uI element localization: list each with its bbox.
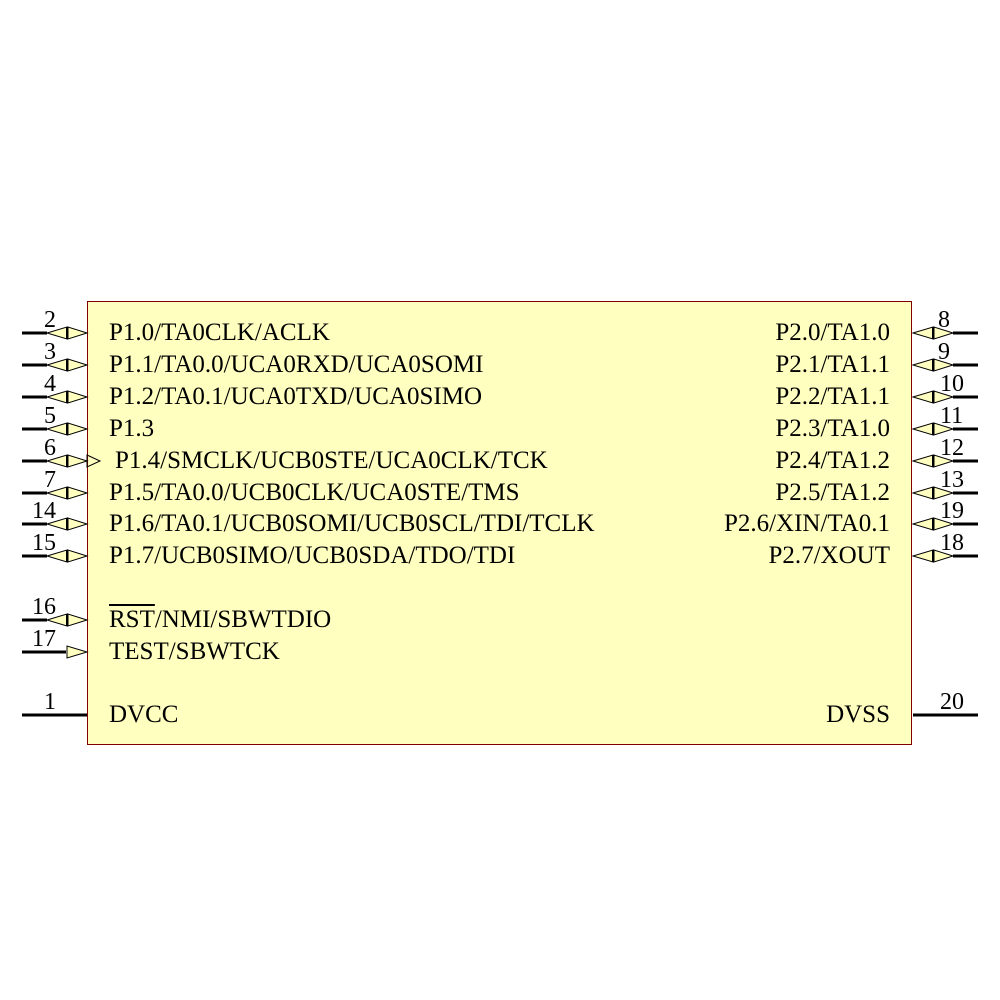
pin-10 [911, 390, 978, 404]
pin-6 [22, 454, 102, 468]
pin-label: P2.6/XIN/TA0.1 [723, 510, 890, 537]
active-low-signal: RST [109, 606, 155, 633]
pin-17 [22, 645, 89, 659]
pin-13 [911, 486, 978, 500]
pin-number: 16 [32, 594, 56, 620]
pin-number: 2 [44, 307, 56, 333]
pin-5 [22, 422, 89, 436]
pin-label: P2.7/XOUT [768, 542, 890, 569]
pin-number: 7 [44, 467, 56, 493]
pin-label: P1.4/SMCLK/UCB0STE/UCA0CLK/TCK [115, 447, 548, 474]
pin-number: 14 [32, 498, 56, 524]
pin-label: RST/NMI/SBWTDIO [109, 607, 331, 632]
pin-7 [22, 486, 89, 500]
pin-label: P2.5/TA1.2 [775, 479, 890, 506]
pin-label: P1.5/TA0.0/UCB0CLK/UCA0STE/TMS [109, 479, 520, 506]
pin-label: P1.2/TA0.1/UCA0TXD/UCA0SIMO [109, 383, 483, 410]
pin-label: P1.3 [109, 415, 155, 442]
pin-number: 4 [44, 371, 56, 397]
pin-number: 13 [940, 467, 964, 493]
pin-2 [22, 326, 89, 340]
pin-8 [911, 326, 978, 340]
pin-label: P2.1/TA1.1 [775, 351, 890, 378]
pin-number: 9 [938, 339, 950, 365]
pin-19 [911, 517, 978, 531]
pin-11 [911, 422, 978, 436]
pin-16 [22, 613, 89, 627]
pin-label: P2.2/TA1.1 [775, 383, 890, 410]
pin-label: P2.4/TA1.2 [775, 447, 890, 474]
pin-number: 11 [940, 403, 964, 429]
pin-label: P2.3/TA1.0 [775, 415, 890, 442]
pin-3 [22, 358, 89, 372]
pin-12 [911, 454, 978, 468]
pin-label-rest: /NMI/SBWTDIO [154, 606, 332, 633]
pin-9 [911, 358, 978, 372]
pin-label: P1.6/TA0.1/UCB0SOMI/UCB0SCL/TDI/TCLK [109, 510, 595, 537]
pin-number: 19 [940, 498, 964, 524]
pin-15 [22, 549, 89, 563]
pin-label: DVSS [826, 701, 890, 728]
pin-label: P1.1/TA0.0/UCA0RXD/UCA0SOMI [109, 351, 484, 378]
pin-number: 10 [940, 371, 964, 397]
pin-label: DVCC [109, 701, 179, 728]
pin-number: 17 [32, 626, 56, 652]
pin-number: 15 [32, 530, 56, 556]
pin-number: 5 [44, 403, 56, 429]
pin-number: 12 [940, 435, 964, 461]
pin-label: TEST/SBWTCK [109, 638, 280, 665]
pin-14 [22, 517, 89, 531]
pin-number: 8 [938, 307, 950, 333]
pin-number: 6 [44, 435, 56, 461]
pin-18 [911, 549, 978, 563]
pin-label: P1.7/UCB0SIMO/UCB0SDA/TDO/TDI [109, 542, 516, 569]
pin-4 [22, 390, 89, 404]
pin-number: 3 [44, 339, 56, 365]
pin-label: P1.0/TA0CLK/ACLK [109, 319, 330, 346]
pin-number: 1 [44, 689, 56, 715]
ic-body [87, 301, 912, 745]
pin-number: 20 [940, 689, 964, 715]
pin-number: 18 [940, 530, 964, 556]
pin-label: P2.0/TA1.0 [775, 319, 890, 346]
